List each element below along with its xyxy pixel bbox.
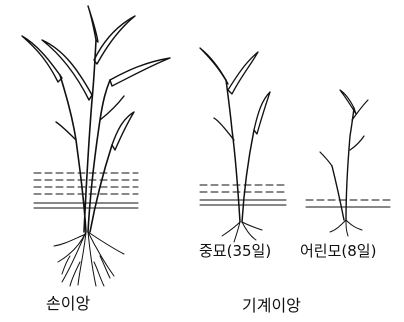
young-seedling-roots bbox=[330, 220, 362, 236]
hand-plant-roots bbox=[54, 232, 124, 286]
medium-seedling-roots bbox=[222, 222, 262, 242]
young-seedling-plant bbox=[306, 90, 390, 236]
hand-transplanted-plant bbox=[22, 6, 170, 286]
hand-plant-leaves bbox=[22, 6, 170, 150]
medium-seedling-label: 중묘(35일) bbox=[199, 240, 271, 261]
medium-seedling-stems bbox=[226, 80, 254, 222]
young-seedling-stems bbox=[332, 108, 354, 220]
water-level-lines-right bbox=[306, 200, 390, 207]
medium-seedling-plant bbox=[200, 48, 286, 242]
young-seedling-leaves bbox=[320, 90, 368, 166]
young-seedling-label: 어린모(8일) bbox=[300, 240, 376, 261]
hand-transplant-label: 손이앙 bbox=[46, 290, 90, 314]
medium-seedling-leaves bbox=[200, 48, 270, 140]
machine-transplant-label: 기계이앙 bbox=[242, 292, 301, 316]
